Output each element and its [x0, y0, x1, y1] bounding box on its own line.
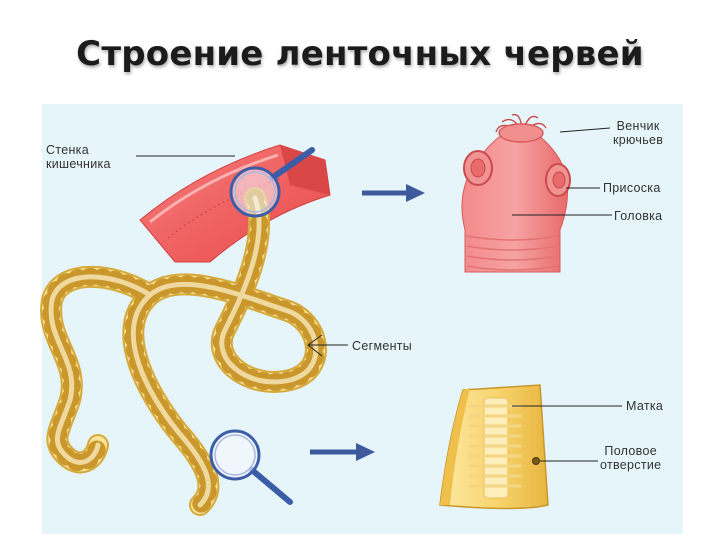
label-head: Головка [614, 209, 663, 223]
label-genital-pore: Половое отверстие [600, 444, 661, 472]
arrow-to-segment [310, 443, 375, 461]
label-intestine-wall-line2: кишечника [46, 157, 111, 171]
magnifier-top [229, 147, 315, 218]
worm-body [40, 187, 327, 516]
label-segments: Сегменты [352, 339, 413, 353]
label-sucker: Присоска [603, 181, 661, 195]
leader-lines [136, 127, 622, 462]
arrow-to-head [362, 184, 425, 202]
magnifier-bottom [209, 429, 293, 505]
label-intestine-wall-line1: Стенка [46, 143, 89, 157]
label-hook-crown: Венчик крючьев [613, 119, 663, 147]
sucker-left [463, 150, 493, 186]
label-genital-pore-line1: Половое [604, 444, 657, 458]
label-hook-crown-line2: крючьев [613, 133, 664, 147]
sucker-right [545, 163, 571, 197]
uterus-structure [468, 397, 522, 499]
label-genital-pore-line2: отверстие [600, 458, 662, 472]
scolex-head [461, 113, 571, 273]
hook-crown [495, 113, 547, 143]
slide-title: Строение ленточных червей [76, 34, 644, 74]
label-uterus: Матка [626, 399, 664, 413]
label-hook-crown-line1: Венчик [616, 119, 660, 133]
genital-pore [532, 457, 540, 465]
diagram-background [42, 104, 683, 534]
proglottid-segment [439, 384, 549, 510]
label-intestine-wall: Стенка кишечника [46, 143, 111, 171]
